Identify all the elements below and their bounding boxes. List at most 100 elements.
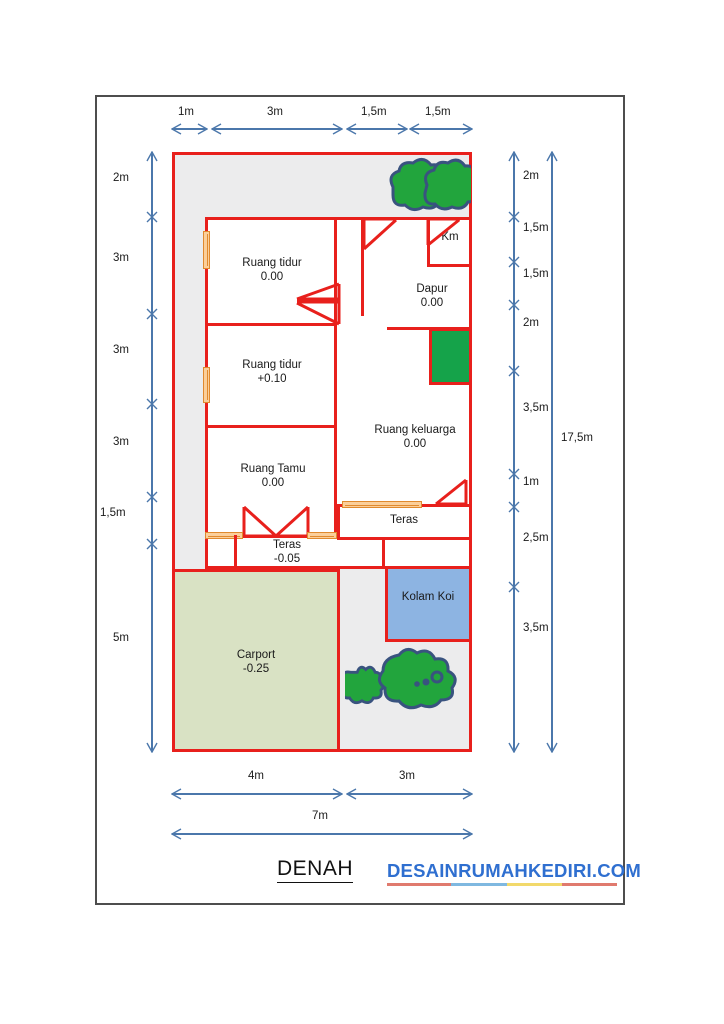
arrow-right-icon	[332, 788, 343, 800]
wall-livingroom-right	[334, 428, 337, 538]
dapur-label: Dapur 0.00	[392, 283, 472, 310]
dimension-left-6-label: 5m	[113, 632, 129, 644]
dimension-line	[172, 793, 342, 795]
dapur-name: Dapur	[416, 283, 448, 295]
drawing-sheet: 1m 3m 1,5m 1,5m 2m 3m 3m 3m 1,5m 5m	[95, 95, 641, 905]
wall-house-bottom	[205, 566, 472, 569]
underline-seg-red	[387, 883, 452, 886]
carport-label: Carport -0.25	[193, 649, 319, 676]
teras-samping-label: Teras	[369, 514, 439, 528]
arrow-right-icon	[462, 828, 473, 840]
door-dapur-icon	[362, 217, 400, 251]
ruang-tidur-1-label: Ruang tidur 0.00	[217, 257, 327, 284]
dimension-right-6-label: 1m	[523, 476, 539, 488]
teras-samping-name: Teras	[389, 514, 419, 526]
dimension-top-3: 1,5m	[346, 106, 408, 136]
wall-corridor-spine-lower	[361, 312, 364, 316]
arrow-right-icon	[332, 123, 343, 135]
arrow-down-icon	[508, 742, 520, 753]
window-entrance-left	[205, 532, 243, 539]
dimension-overall-bottom-label: 7m	[312, 810, 328, 822]
dimension-right-2-label: 1,5m	[523, 222, 549, 234]
dimension-line	[347, 793, 472, 795]
wall-bedroom2-right	[334, 326, 337, 428]
dimension-tick	[508, 211, 520, 223]
teras-depan-level: -0.05	[273, 552, 301, 565]
dimension-right-chain: 2m 1,5m 1,5m 2m 3,5m 1m 2,5m 3,5m	[507, 151, 549, 753]
dimension-overall-bottom: 7m	[171, 810, 473, 841]
arrow-left-icon	[171, 788, 182, 800]
dimension-bottom-2: 3m	[346, 770, 473, 801]
kolam-koi-name: Kolam Koi	[401, 591, 455, 603]
ruang-tidur-1-level: 0.00	[260, 270, 284, 283]
door-bedroom2-icon	[293, 300, 341, 326]
dapur-level: 0.00	[420, 296, 444, 309]
dimension-left-3-label: 3m	[113, 344, 129, 356]
wall-yard-divider	[382, 540, 385, 569]
dimension-top-4-label: 1,5m	[425, 106, 451, 118]
arrow-left-icon	[346, 788, 357, 800]
arrow-up-icon	[508, 151, 520, 162]
tree-group-top-icon	[389, 158, 471, 212]
dimension-left-1-label: 2m	[113, 172, 129, 184]
arrow-left-icon	[211, 123, 222, 135]
dimension-top-2: 3m	[211, 106, 343, 136]
dimension-line	[513, 152, 515, 752]
ruang-tidur-2-level: +0.10	[257, 372, 287, 385]
dimension-left-4-label: 3m	[113, 436, 129, 448]
underline-seg-red2	[561, 883, 617, 886]
dimension-line	[347, 128, 407, 130]
dimension-tick	[508, 299, 520, 311]
dimension-tick	[508, 581, 520, 593]
km-name: Km	[441, 231, 459, 243]
dimension-tick	[508, 365, 520, 377]
arrow-right-icon	[462, 788, 473, 800]
ruang-tamu-name: Ruang Tamu	[240, 463, 306, 475]
dimension-tick	[146, 211, 158, 223]
arrow-down-icon	[546, 742, 558, 753]
dimension-tick	[508, 501, 520, 513]
ruang-keluarga-label: Ruang keluarga 0.00	[359, 424, 471, 451]
wall-house-right	[469, 217, 472, 569]
arrow-left-icon	[171, 828, 182, 840]
arrow-up-icon	[146, 151, 158, 162]
dimension-top-4: 1,5m	[409, 106, 473, 136]
dimension-top-2-label: 3m	[267, 106, 283, 118]
underline-seg-yellow	[506, 883, 562, 886]
ruang-tidur-2-label: Ruang tidur +0.10	[217, 359, 327, 386]
window-entrance-right	[307, 532, 337, 539]
arrow-left-icon	[171, 123, 182, 135]
window-bedroom2	[203, 367, 210, 403]
page-title: DENAH	[277, 857, 354, 883]
dimension-line	[212, 128, 342, 130]
window-teras-samping	[342, 501, 422, 508]
dimension-right-8-label: 3,5m	[523, 622, 549, 634]
dimension-line	[551, 152, 553, 752]
dimension-left-2-label: 3m	[113, 252, 129, 264]
watermark-text: DESAINRUMAHKEDIRI.COM	[387, 860, 641, 881]
wall-teras-depan-left	[234, 535, 237, 569]
teras-depan-label: Teras -0.05	[242, 539, 332, 566]
arrow-right-icon	[462, 123, 473, 135]
dimension-bottom-1: 4m	[171, 770, 343, 801]
door-km-icon	[426, 217, 462, 247]
dimension-right-3-label: 1,5m	[523, 268, 549, 280]
ruang-keluarga-level: 0.00	[403, 437, 427, 450]
carport-area	[172, 569, 340, 752]
wall-bedroom1-bottom	[205, 323, 337, 326]
dimension-overall-right: 17,5m	[545, 151, 593, 753]
teras-depan-name: Teras	[272, 539, 302, 551]
wall-house-top	[205, 217, 472, 220]
dimension-right-7-label: 2,5m	[523, 532, 549, 544]
dimension-top-1: 1m	[171, 106, 208, 136]
dimension-tick	[508, 256, 520, 268]
arrow-down-icon	[146, 742, 158, 753]
ruang-tamu-label: Ruang Tamu 0.00	[217, 463, 329, 490]
wall-teras-samping-bottom	[337, 537, 472, 540]
dimension-tick	[146, 308, 158, 320]
ruang-keluarga-name: Ruang keluarga	[374, 424, 456, 436]
dimension-line	[172, 833, 472, 835]
dimension-left-chain: 2m 3m 3m 3m 1,5m 5m	[100, 151, 159, 753]
wall-teras-samping-left	[337, 504, 340, 540]
carport-level: -0.25	[242, 662, 270, 675]
